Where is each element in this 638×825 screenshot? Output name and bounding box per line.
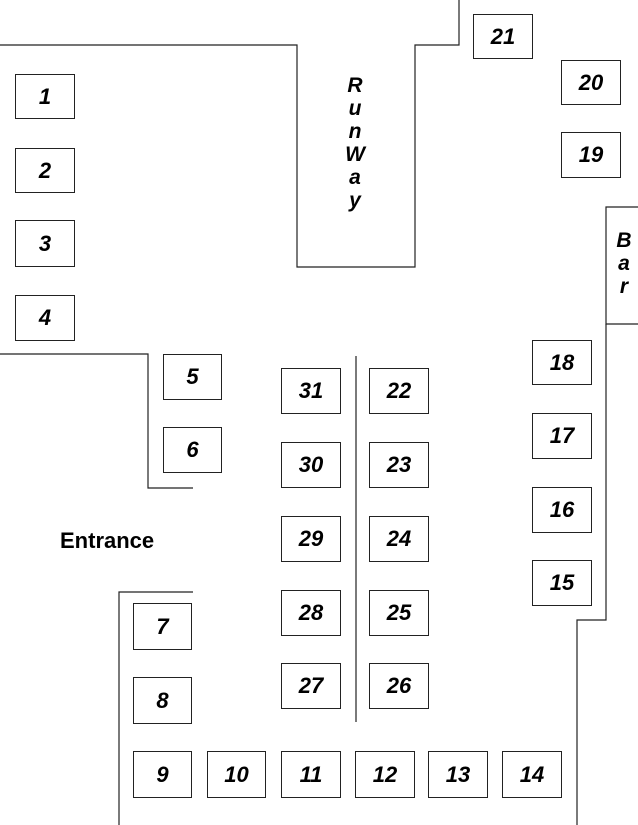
booth-23[interactable]: 23: [369, 442, 429, 488]
booth-27[interactable]: 27: [281, 663, 341, 709]
booth-21[interactable]: 21: [473, 14, 533, 59]
booth-2[interactable]: 2: [15, 148, 75, 193]
booth-3[interactable]: 3: [15, 220, 75, 267]
booth-18[interactable]: 18: [532, 340, 592, 385]
runway-letter: u: [348, 97, 362, 120]
runway-letter: a: [349, 166, 361, 189]
booth-19[interactable]: 19: [561, 132, 621, 178]
booth-29[interactable]: 29: [281, 516, 341, 562]
booth-7[interactable]: 7: [133, 603, 192, 650]
bar-letter: a: [618, 252, 630, 275]
booth-17[interactable]: 17: [532, 413, 592, 459]
booth-16[interactable]: 16: [532, 487, 592, 533]
runway-letter: n: [348, 120, 362, 143]
bar-label: B a r: [612, 229, 636, 298]
booth-1[interactable]: 1: [15, 74, 75, 119]
booth-8[interactable]: 8: [133, 677, 192, 724]
bar-letter: r: [619, 275, 629, 298]
booth-28[interactable]: 28: [281, 590, 341, 636]
booth-26[interactable]: 26: [369, 663, 429, 709]
booth-20[interactable]: 20: [561, 60, 621, 105]
booth-5[interactable]: 5: [163, 354, 222, 400]
left-wall-step: [0, 353, 193, 489]
runway-letter: W: [345, 143, 365, 166]
booth-9[interactable]: 9: [133, 751, 192, 798]
right-wall: [576, 324, 607, 825]
runway-wall: [0, 0, 460, 268]
booth-11[interactable]: 11: [281, 751, 341, 798]
runway-label: R u n W a y: [343, 74, 367, 212]
booth-10[interactable]: 10: [207, 751, 266, 798]
booth-12[interactable]: 12: [355, 751, 415, 798]
booth-31[interactable]: 31: [281, 368, 341, 414]
booth-30[interactable]: 30: [281, 442, 341, 488]
booth-6[interactable]: 6: [163, 427, 222, 473]
bar-letter: B: [616, 229, 632, 252]
booth-22[interactable]: 22: [369, 368, 429, 414]
booth-4[interactable]: 4: [15, 295, 75, 341]
booth-25[interactable]: 25: [369, 590, 429, 636]
runway-letter: y: [349, 189, 361, 212]
booth-24[interactable]: 24: [369, 516, 429, 562]
booth-13[interactable]: 13: [428, 751, 488, 798]
booth-15[interactable]: 15: [532, 560, 592, 606]
booth-14[interactable]: 14: [502, 751, 562, 798]
entrance-label: Entrance: [60, 528, 155, 553]
bar-wall: [605, 206, 638, 325]
runway-letter: R: [347, 74, 363, 97]
lower-left-wall: [118, 591, 193, 825]
